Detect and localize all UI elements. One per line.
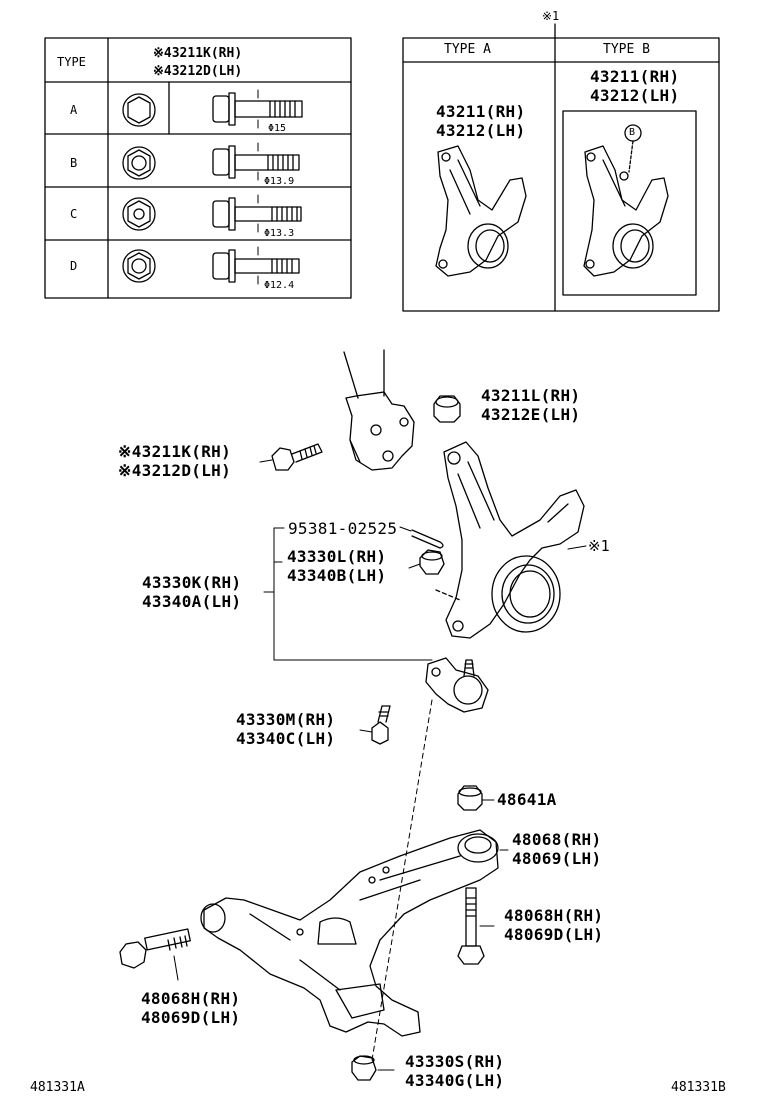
- front-bolt-label-lh: 48069D(LH): [141, 1008, 241, 1027]
- assembly-axis-line: [371, 699, 433, 1061]
- bolt-side-icon-a: [212, 89, 303, 129]
- bolt-head-icon-b: [122, 146, 156, 180]
- bushing-icon: [351, 1055, 395, 1081]
- table-row-type: A: [70, 103, 78, 117]
- table-row-diameter: Φ13.9: [264, 176, 295, 187]
- ball-joint-assy-label-lh: 43340A(LH): [142, 592, 242, 611]
- knuckle-box-reference: ※1: [542, 9, 560, 23]
- knuckle-nut-label-lh: 43212E(LH): [481, 405, 581, 424]
- table-header-type: TYPE: [57, 55, 86, 69]
- front-arm-bolt-icon: [119, 928, 191, 981]
- steering-knuckle-drawing: [435, 441, 587, 639]
- arm-nut-label: 48641A: [497, 790, 557, 809]
- bolt-side-icon-d: [212, 246, 300, 285]
- knuckle-nut-label-rh: 43211L(RH): [481, 386, 581, 405]
- rear-arm-bolt-icon: [457, 887, 495, 965]
- table-row-diameter: Φ15: [268, 123, 287, 134]
- table-row-type: B: [70, 156, 78, 170]
- knuckle-type-b-drawing: [583, 145, 669, 277]
- lower-arm-label-lh: 48069(LH): [512, 849, 602, 868]
- knuckle-type-a-drawing: [435, 145, 527, 277]
- rear-bolt-label-rh: 48068H(RH): [504, 906, 604, 925]
- arm-nut-icon: [457, 785, 495, 811]
- ball-joint-leader-bracket: [263, 527, 433, 661]
- callout-b-icon: [624, 124, 642, 173]
- bolt-head-icon-a: [122, 93, 156, 127]
- cotter-pin-label: 95381-02525: [288, 519, 398, 538]
- ball-joint-bolt-label-lh: 43340C(LH): [236, 729, 336, 748]
- table-row-diameter: Φ12.4: [264, 280, 295, 291]
- ball-joint-nut-label-lh: 43340B(LH): [287, 566, 387, 585]
- lower-arm-label-rh: 48068(RH): [512, 830, 602, 849]
- type-a-part-lh: 43212(LH): [436, 121, 526, 140]
- bolt-head-icon-d: [122, 249, 156, 283]
- ball-joint-drawing: [425, 657, 489, 713]
- ball-joint-nut-icon: [408, 549, 445, 575]
- lower-control-arm-drawing: [200, 829, 509, 1037]
- type-b-part-rh: 43211(RH): [590, 67, 680, 86]
- knuckle-bolt-label-rh: ※43211K(RH): [118, 442, 232, 461]
- callout-b-label: B: [629, 127, 636, 138]
- bushing-label-lh: 43340G(LH): [405, 1071, 505, 1090]
- knuckle-bolt-label-lh: ※43212D(LH): [118, 461, 232, 480]
- knuckle-nut-icon: [433, 395, 461, 423]
- footer-code-left: 481331A: [30, 1080, 85, 1095]
- knuckle-type-box-grid: [402, 23, 720, 312]
- knuckle-bolt-icon: [259, 443, 323, 471]
- bushing-label-rh: 43330S(RH): [405, 1052, 505, 1071]
- type-a-header: TYPE A: [444, 42, 491, 57]
- footer-code-right: 481331B: [671, 1080, 726, 1095]
- table-row-type: D: [70, 259, 78, 273]
- bolt-side-icon-b: [212, 142, 300, 181]
- type-b-part-lh: 43212(LH): [590, 86, 680, 105]
- bolt-side-icon-c: [212, 194, 302, 233]
- type-b-header: TYPE B: [603, 42, 650, 57]
- bolt-type-table-grid: [44, 37, 352, 299]
- cotter-pin-icon: [399, 526, 444, 549]
- table-header-part-lh: ※43212D(LH): [153, 64, 243, 79]
- table-header-part-rh: ※43211K(RH): [153, 46, 243, 61]
- rear-bolt-label-lh: 48069D(LH): [504, 925, 604, 944]
- front-bolt-label-rh: 48068H(RH): [141, 989, 241, 1008]
- ball-joint-bolt-label-rh: 43330M(RH): [236, 710, 336, 729]
- knuckle-reference-mark: ※1: [588, 537, 610, 555]
- ball-joint-assy-label-rh: 43330K(RH): [142, 573, 242, 592]
- ball-joint-nut-label-rh: 43330L(RH): [287, 547, 387, 566]
- bolt-head-icon-c: [122, 197, 156, 231]
- table-row-type: C: [70, 207, 78, 221]
- ball-joint-bolt-icon: [359, 705, 391, 745]
- table-row-diameter: Φ13.3: [264, 228, 295, 239]
- strut-drawing: [343, 349, 415, 471]
- type-a-part-rh: 43211(RH): [436, 102, 526, 121]
